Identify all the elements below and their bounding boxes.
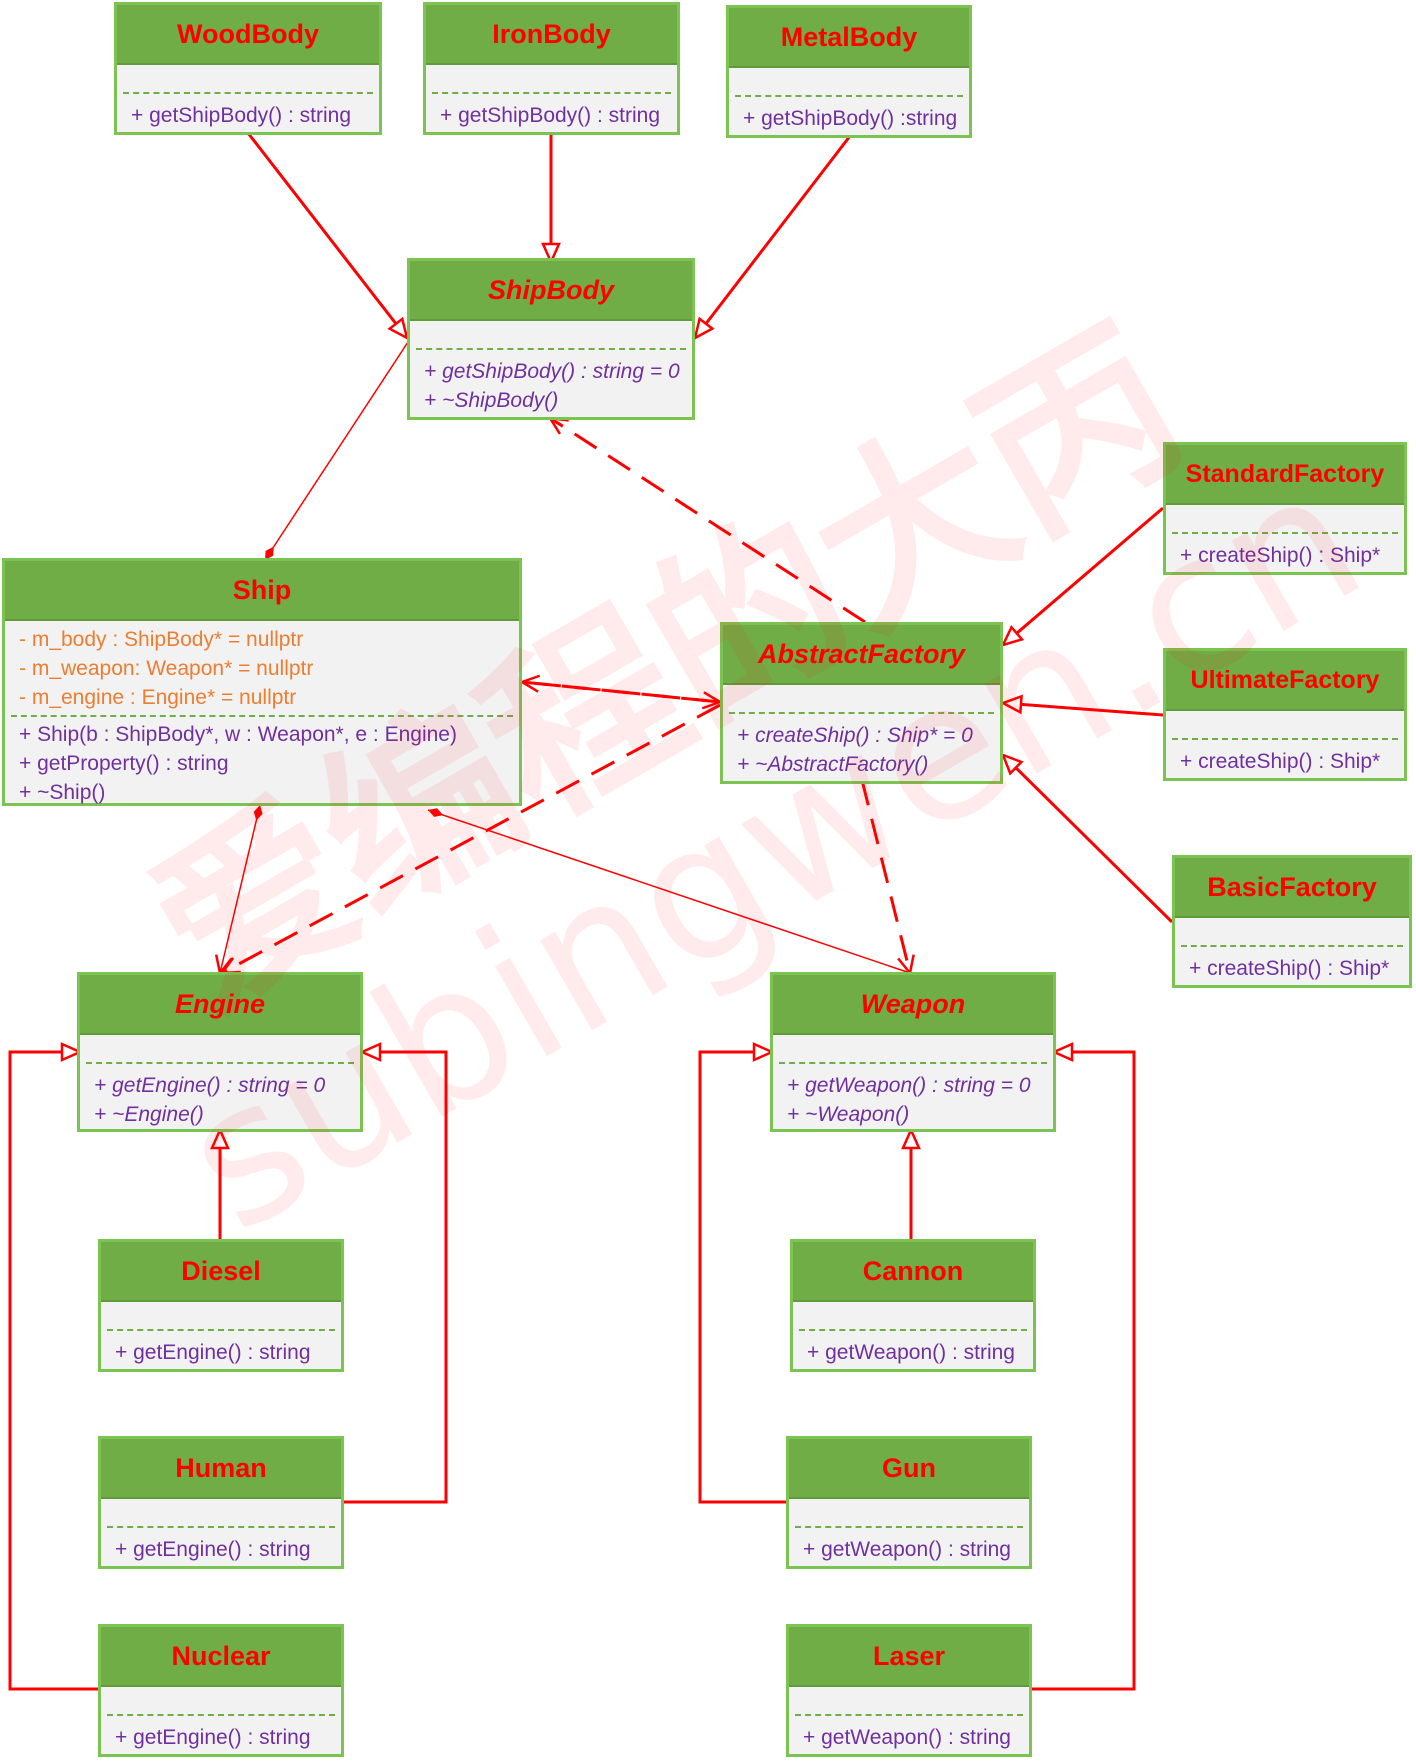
abstractfactory-depends-weapon [860,779,910,973]
operation: + ~Weapon() [787,1103,910,1126]
attribute: - m_engine : Engine* = nullptr [19,686,297,709]
class-name: Nuclear [101,1627,341,1687]
operation: + createShip() : Ship* [1180,750,1381,773]
operation: + getWeapon() : string [803,1538,1011,1561]
class-gun: Gun + getWeapon() : string [786,1436,1032,1569]
class-name: ShipBody [410,261,692,321]
class-name: Laser [789,1627,1029,1687]
ship-composes-engine [220,804,260,973]
operation: + getEngine() : string = 0 [94,1074,326,1097]
human-inherits-engine [342,1052,448,1504]
operation: + getEngine() : string [115,1726,311,1749]
class-woodbody: WoodBody + getShipBody() : string [114,2,382,135]
class-name: Diesel [101,1242,341,1302]
ship-composes-shipbody [264,341,409,561]
operation: + getShipBody() :string [743,107,958,130]
class-nuclear: Nuclear + getEngine() : string [98,1624,344,1757]
abstractfactory-depends-engine [222,703,721,973]
class-diesel: Diesel + getEngine() : string [98,1239,344,1372]
metalbody-inherits-shipbody [695,135,852,338]
class-weapon: Weapon + getWeapon() : string = 0 + ~Wea… [770,972,1056,1132]
operation: + ~Ship() [19,781,106,804]
operation: + getEngine() : string [115,1538,311,1561]
class-abstractfactory: AbstractFactory + createShip() : Ship* =… [720,622,1003,784]
class-standardfactory: StandardFactory + createShip() : Ship* [1163,442,1407,575]
class-name: MetalBody [729,8,969,68]
operation: + getShipBody() : string [440,104,661,127]
attribute: - m_body : ShipBody* = nullptr [19,628,304,651]
class-cannon: Cannon + getWeapon() : string [790,1239,1036,1372]
abstractfactory-depends-shipbody [550,418,866,624]
ultimatefactory-inherits-abstractfactory [1003,703,1164,717]
gun-inherits-weapon [698,1052,788,1504]
operation: + createShip() : Ship* = 0 [737,724,973,747]
class-name: IronBody [426,5,677,65]
operation: + getShipBody() : string = 0 [424,360,680,383]
operation: + ~Engine() [94,1103,204,1126]
class-name: Human [101,1439,341,1499]
class-shipbody: ShipBody + getShipBody() : string = 0 + … [407,258,695,420]
ship-depends-abstractfactory [521,680,720,702]
operation: + createShip() : Ship* [1189,957,1390,980]
class-name: Ship [5,561,519,621]
laser-inherits-weapon [1030,1052,1136,1691]
operation: + ~ShipBody() [424,389,559,412]
class-name: StandardFactory [1166,445,1404,505]
basicfactory-inherits-abstractfactory [1003,755,1174,924]
operation: + Ship(b : ShipBody*, w : Weapon*, e : E… [19,723,457,746]
class-name: WoodBody [117,5,379,65]
class-name: Cannon [793,1242,1033,1302]
class-name: BasicFactory [1175,858,1409,918]
operation: + ~AbstractFactory() [737,753,929,776]
class-ironbody: IronBody + getShipBody() : string [423,2,680,135]
standardfactory-inherits-abstractfactory [1003,506,1164,645]
operation: + createShip() : Ship* [1180,544,1381,567]
class-ultimatefactory: UltimateFactory + createShip() : Ship* [1163,648,1407,781]
operation: + getProperty() : string [19,752,229,775]
class-laser: Laser + getWeapon() : string [786,1624,1032,1757]
operation: + getEngine() : string [115,1341,311,1364]
class-name: AbstractFactory [723,625,1000,685]
operation: + getWeapon() : string [807,1341,1015,1364]
class-basicfactory: BasicFactory + createShip() : Ship* [1172,855,1412,988]
class-name: Weapon [773,975,1053,1035]
class-name: Gun [789,1439,1029,1499]
class-ship: Ship - m_body : ShipBody* = nullptr - m_… [2,558,522,806]
ship-composes-weapon [427,808,911,974]
attribute: - m_weapon: Weapon* = nullptr [19,657,314,680]
nuclear-inherits-engine [8,1052,100,1691]
class-metalbody: MetalBody + getShipBody() :string [726,5,972,138]
class-human: Human + getEngine() : string [98,1436,344,1569]
operation: + getWeapon() : string = 0 [787,1074,1031,1097]
woodbody-inherits-shipbody [246,132,407,338]
class-name: Engine [80,975,360,1035]
operation: + getWeapon() : string [803,1726,1011,1749]
operation: + getShipBody() : string [131,104,352,127]
class-name: UltimateFactory [1166,651,1404,711]
class-engine: Engine + getEngine() : string = 0 + ~Eng… [77,972,363,1132]
